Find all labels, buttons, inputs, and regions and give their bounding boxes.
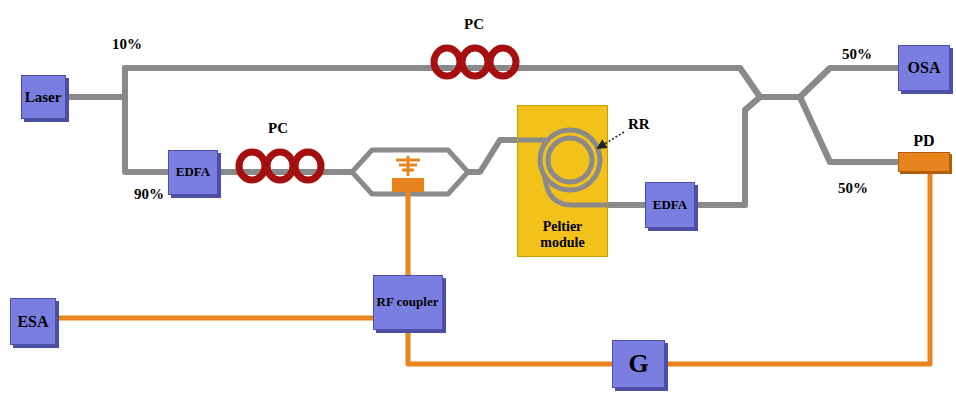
peltier-module: Peltier module bbox=[517, 105, 608, 257]
part-label: PC bbox=[268, 120, 288, 137]
node-label: G bbox=[628, 350, 648, 379]
electrical-wire bbox=[408, 330, 612, 364]
node-label: RF coupler bbox=[377, 295, 439, 309]
photodetector: PD bbox=[898, 152, 950, 172]
part-label: RR bbox=[628, 116, 650, 133]
laser-box: Laser bbox=[21, 75, 66, 119]
part-label: 10% bbox=[112, 36, 142, 53]
polarization-controller bbox=[434, 48, 516, 76]
optical-fiber bbox=[66, 97, 169, 172]
peltier-plate bbox=[517, 105, 608, 257]
node-label: Peltier module bbox=[528, 219, 598, 250]
electrode-pad bbox=[392, 178, 424, 192]
coupler-box: RF coupler bbox=[373, 275, 443, 330]
optical-fiber bbox=[66, 68, 899, 162]
node-label: PD bbox=[913, 132, 934, 150]
part-label: PC bbox=[464, 16, 484, 33]
node-label: ESA bbox=[17, 313, 48, 331]
node-label: Laser bbox=[25, 89, 62, 106]
modulator-electrode bbox=[396, 156, 420, 176]
node-label: EDFA bbox=[653, 198, 687, 212]
node-label: EDFA bbox=[176, 165, 210, 179]
amplifier-box: EDFA bbox=[168, 150, 218, 195]
leader-line bbox=[598, 132, 624, 148]
node-label: OSA bbox=[908, 59, 941, 77]
part-label: 50% bbox=[842, 46, 872, 63]
analyzer-box: OSA bbox=[898, 45, 950, 91]
optical-fiber bbox=[695, 68, 898, 205]
amplifier-box: G bbox=[612, 340, 665, 388]
optical-fiber bbox=[695, 97, 898, 205]
ring-resonator bbox=[515, 130, 610, 205]
electrical-wire bbox=[665, 172, 930, 364]
modulator bbox=[352, 150, 468, 194]
optical-fiber bbox=[608, 202, 645, 208]
amplifier-box: EDFA bbox=[645, 182, 695, 228]
polarization-controller bbox=[239, 152, 321, 180]
analyzer-box: ESA bbox=[10, 298, 56, 345]
part-label: 50% bbox=[838, 180, 868, 197]
rf-wire bbox=[406, 192, 411, 275]
electrical-wire bbox=[56, 316, 373, 321]
part-label: 90% bbox=[134, 186, 164, 203]
